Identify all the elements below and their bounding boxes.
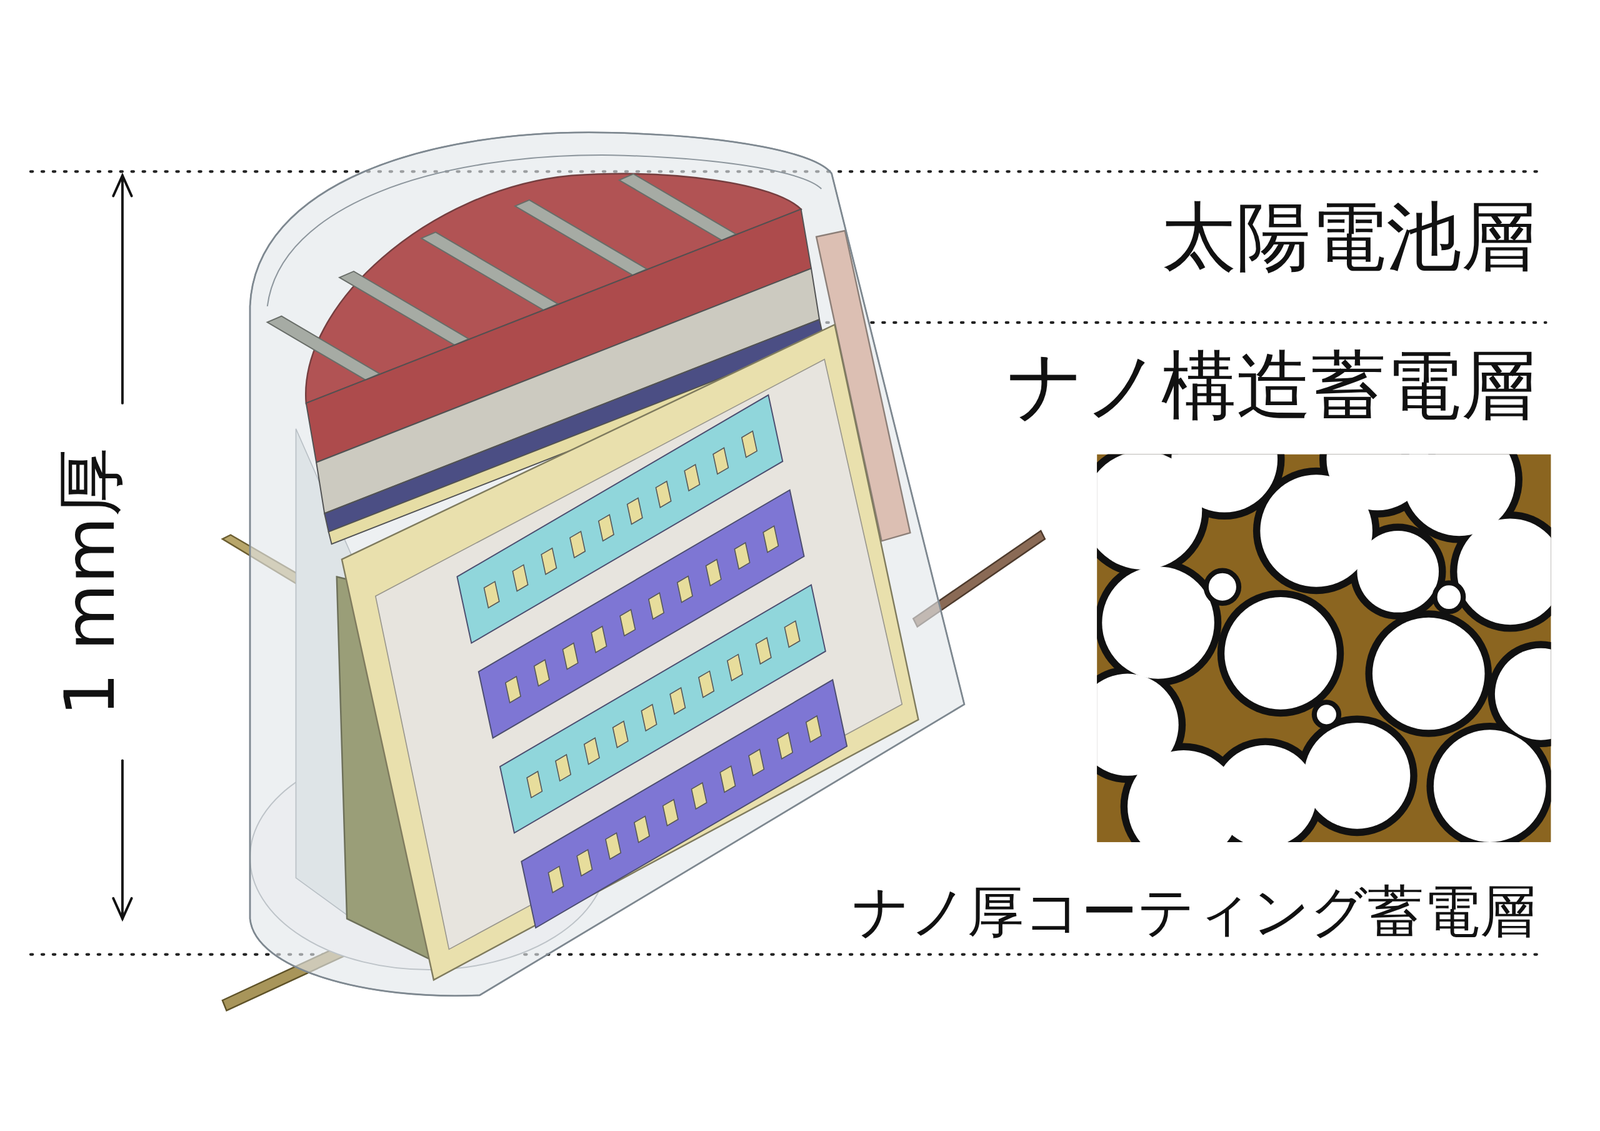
- arrow-line: [121, 760, 124, 919]
- guide-line: [30, 952, 1546, 955]
- pore-outline: [1096, 559, 1222, 686]
- pore: [1356, 530, 1439, 613]
- pore: [1495, 648, 1552, 740]
- arrow-head: [113, 175, 132, 197]
- capsule-back: [250, 132, 965, 996]
- pore: [1456, 518, 1551, 625]
- pore: [1304, 722, 1411, 829]
- guide-line: [770, 321, 1547, 324]
- small-pore: [1435, 582, 1464, 612]
- layer-label: 太陽電池層: [1161, 191, 1537, 282]
- pore: [1214, 745, 1317, 842]
- layer-label: ナノ構造蓄電層: [1007, 340, 1537, 431]
- capsule-body: [250, 132, 965, 996]
- pore: [1372, 617, 1485, 730]
- pore-outline: [1365, 610, 1492, 737]
- dimension-label: 1 mm厚: [48, 447, 132, 716]
- arrow-line: [121, 175, 124, 404]
- capsule-shell: [250, 132, 965, 996]
- pore: [1171, 454, 1278, 513]
- layer-label: ナノ厚コーティング蓄電層: [852, 877, 1537, 945]
- small-pore: [1206, 570, 1239, 604]
- nanostructure-inset: [1096, 454, 1552, 842]
- pore: [1433, 729, 1547, 842]
- pore-outline: [1296, 715, 1418, 837]
- pore-outline: [1217, 590, 1344, 717]
- capsule-rim: [267, 155, 822, 307]
- pore: [1224, 596, 1337, 710]
- capsule-front: [250, 132, 965, 996]
- small-pore: [1314, 701, 1339, 727]
- pore: [1101, 566, 1215, 679]
- arrow-head: [113, 898, 132, 919]
